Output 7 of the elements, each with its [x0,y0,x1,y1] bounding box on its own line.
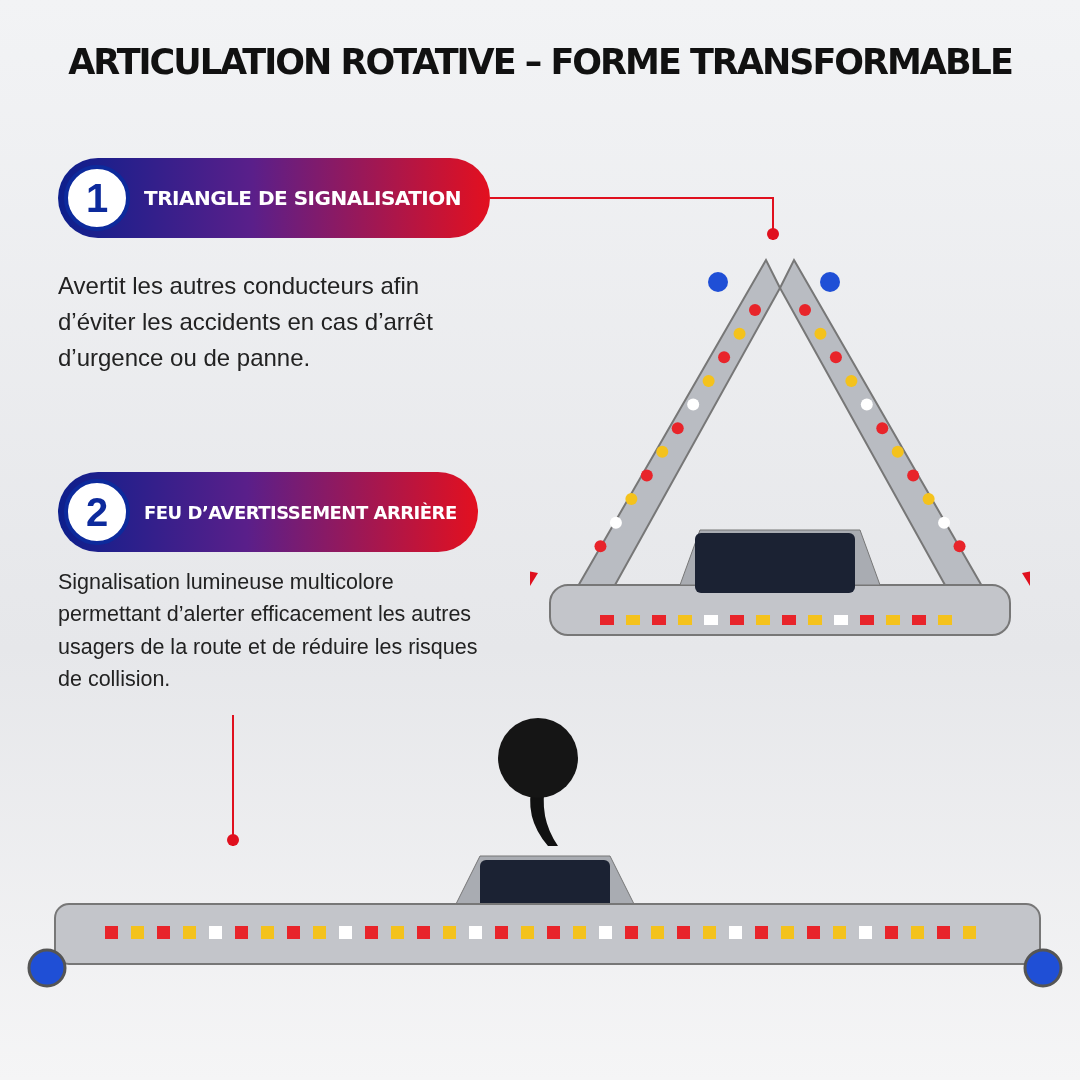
description-text: Signalisation lumineuse multicolore permettant d’alerter efficacement les autres usagers de la route et de réduire les risques de collision. [58,566,478,695]
title: ARTICULATION ROTATIVE – FORME TRANSFORMABLE [67,42,1013,82]
number-badge: 2 [64,479,130,545]
callout-heading: TRIANGLE DE SIGNALISATION [144,186,462,210]
description-text: Avertit les autres conducteurs afin d’éviter les accidents en cas d’arrêt d’urgence ou de panne. [58,268,478,376]
number-badge: 1 [64,165,130,231]
callout-heading: FEU D’AVERTISSEMENT ARRIÈRE [144,501,457,523]
